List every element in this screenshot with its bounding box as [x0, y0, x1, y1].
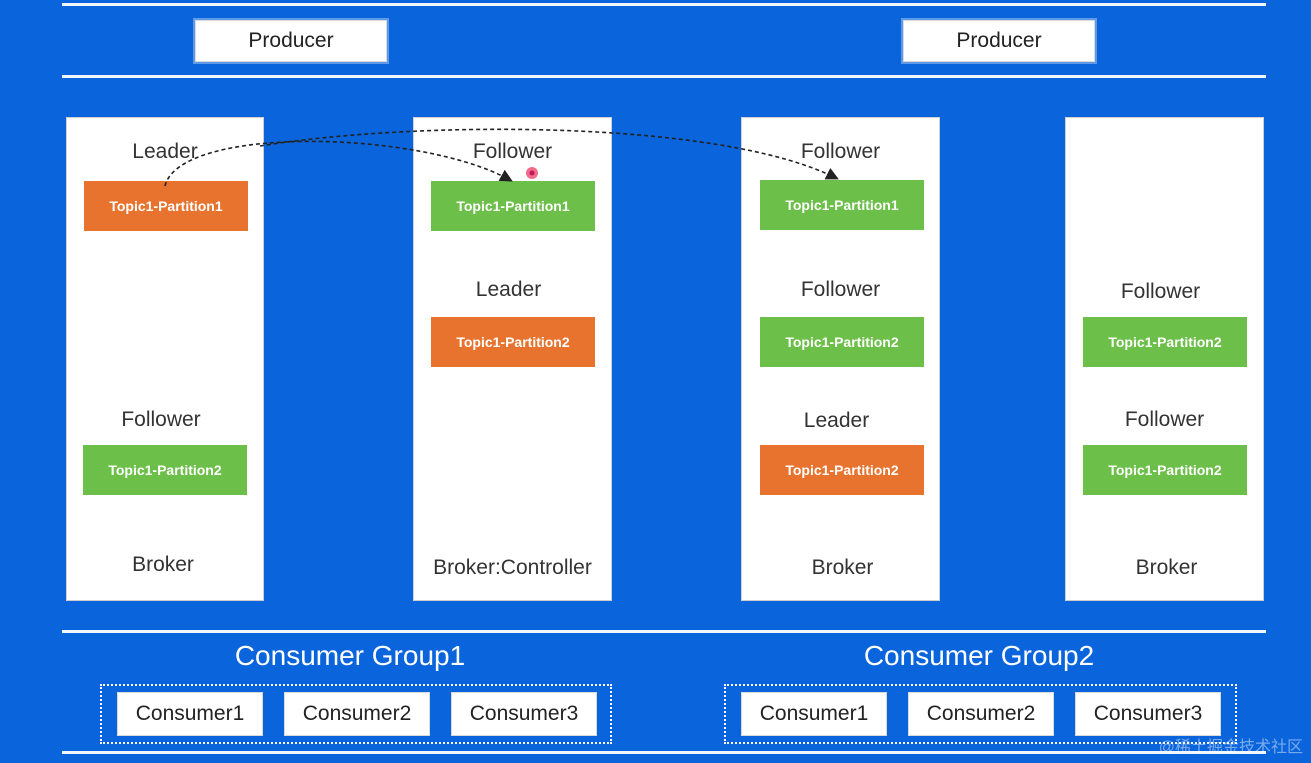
consumer-box: Consumer2: [908, 692, 1054, 736]
partition-block: Topic1-Partition2: [1083, 445, 1247, 495]
producer-box-1: Producer: [195, 20, 387, 62]
partition-block: Topic1-Partition2: [760, 445, 924, 495]
watermark: @稀土掘金技术社区: [1158, 739, 1303, 756]
consumer-group-2-title: Consumer Group2: [863, 640, 1095, 671]
role-label: Follower: [1120, 280, 1201, 303]
broker-name: Broker: [132, 553, 194, 576]
consumer-box: Consumer1: [741, 692, 887, 736]
role-label: Follower: [800, 278, 881, 301]
role-label: Follower: [472, 140, 553, 163]
partition-block: Topic1-Partition2: [83, 445, 247, 495]
consumer-group-1-frame: [100, 684, 612, 744]
bottom-divider: [62, 751, 1266, 754]
consumer-box: Consumer1: [117, 692, 263, 736]
partition-block: Topic1-Partition1: [760, 180, 924, 230]
partition-block: Topic1-Partition1: [84, 181, 248, 231]
producer-box-2: Producer: [903, 20, 1095, 62]
partition-block: Topic1-Partition1: [431, 181, 595, 231]
broker-2: Follower Topic1-Partition1 Leader Topic1…: [413, 117, 612, 601]
role-label: Follower: [800, 140, 881, 163]
role-label: Leader: [475, 278, 542, 301]
role-label: Leader: [803, 409, 870, 432]
broker-3: Follower Topic1-Partition1 Follower Topi…: [741, 117, 940, 601]
role-label: Leader: [132, 140, 198, 163]
consumer-box: Consumer2: [284, 692, 430, 736]
partition-block: Topic1-Partition2: [760, 317, 924, 367]
broker-1: Leader Topic1-Partition1 Follower Topic1…: [66, 117, 264, 601]
role-label: Follower: [1124, 408, 1205, 431]
partition-block: Topic1-Partition2: [431, 317, 595, 367]
role-label: Follower: [121, 408, 201, 431]
consumer-group-2-frame: [724, 684, 1237, 744]
top-divider: [62, 3, 1266, 6]
consumer-box: Consumer3: [1075, 692, 1221, 736]
partition-block: Topic1-Partition2: [1083, 317, 1247, 367]
broker-4: Follower Topic1-Partition2 Follower Topi…: [1065, 117, 1264, 601]
consumer-divider: [62, 630, 1266, 633]
broker-name: Broker: [1135, 556, 1198, 579]
consumer-box: Consumer3: [451, 692, 597, 736]
producer-divider: [62, 75, 1266, 78]
broker-name: Broker:Controller: [433, 556, 592, 579]
consumer-group-1-title: Consumer Group1: [234, 640, 466, 671]
broker-name: Broker: [811, 556, 874, 579]
